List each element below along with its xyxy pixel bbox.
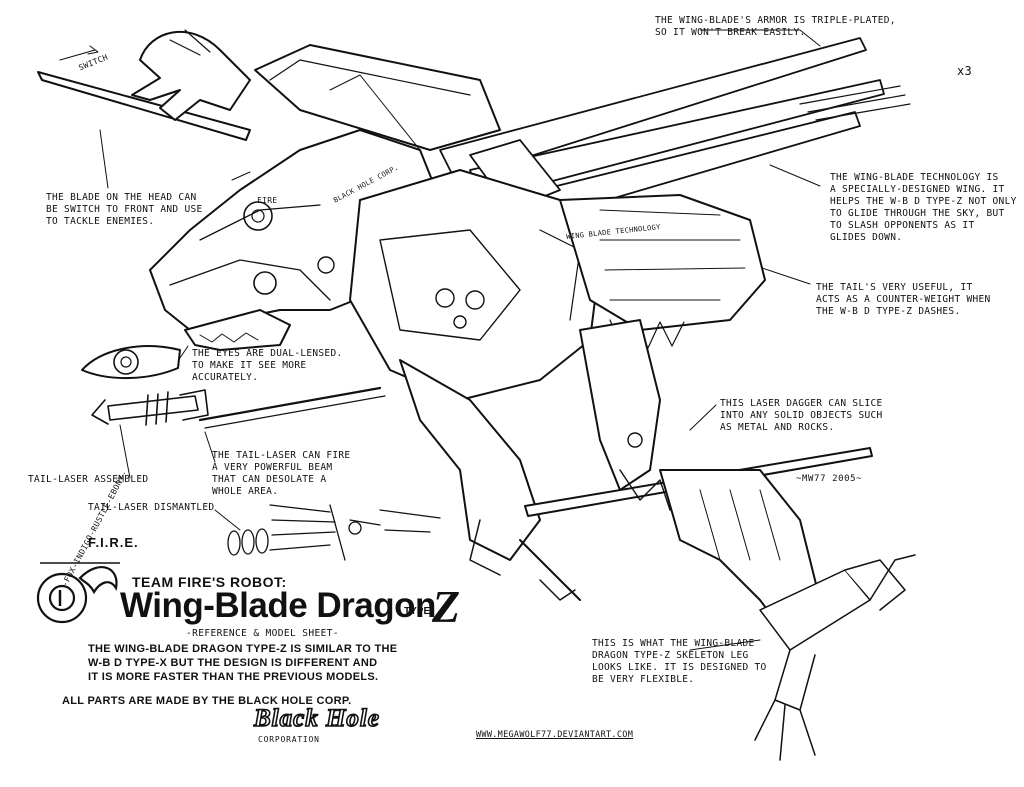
fore-arm (579, 319, 661, 491)
eyes-note: THE EYES ARE DUAL-LENSED. TO MAKE IT SEE… (192, 348, 343, 383)
torso-armor (349, 169, 601, 401)
tail-shell (559, 194, 766, 331)
skeleton-leg-note: THIS IS WHAT THE WING-BLADE DRAGON TYPE-… (592, 638, 767, 685)
wing-tech-note: THE WING-BLADE TECHNOLOGY IS A SPECIALLY… (830, 172, 1017, 243)
parts-note: ALL PARTS ARE MADE BY THE BLACK HOLE COR… (62, 695, 352, 707)
page-subtitle: -REFERENCE & MODEL SHEET- (186, 628, 339, 639)
fire-label: F.I.R.E. (88, 535, 139, 550)
type-letter: Z (432, 581, 461, 632)
head-blade-note: THE BLADE ON THE HEAD CAN BE SWITCH TO F… (46, 192, 203, 227)
armor-note: THE WING-BLADE'S ARMOR IS TRIPLE-PLATED,… (655, 15, 896, 38)
black-hole-sub: CORPORATION (258, 735, 320, 744)
leader-lines (99, 29, 821, 651)
artist-signature: ~MW77 2005~ (796, 474, 863, 484)
lower-jaw (184, 309, 291, 351)
tail-laser-note: THE TAIL-LASER CAN FIRE A VERY POWERFUL … (212, 450, 351, 497)
head-marking: FIRE (257, 196, 278, 205)
fire-emblem-icon (36, 562, 120, 624)
tail-note: THE TAIL'S VERY USEFUL, IT ACTS AS A COU… (816, 282, 991, 317)
type-prefix: TYPE- (404, 606, 434, 617)
hind-leg (399, 359, 541, 561)
team-line: TEAM FIRE'S ROBOT: (132, 574, 287, 590)
artist-url: WWW.MEGAWOLF77.DEVIANTART.COM (476, 730, 634, 740)
raised-claw (131, 31, 251, 121)
tail-laser-dismantled-label: TAIL-LASER DISMANTLED (88, 502, 215, 513)
description: THE WING-BLADE DRAGON TYPE-Z IS SIMILAR … (88, 643, 398, 683)
tail-laser-assembled (91, 389, 209, 426)
black-hole-logo: Black Hole (253, 704, 380, 733)
tail-laser-assembled-label: TAIL-LASER ASSEMBLED (28, 474, 149, 485)
skeleton-leg (754, 554, 916, 761)
tail-laser-dismantled (227, 504, 441, 561)
page-title: Wing-Blade Dragon (120, 586, 436, 625)
laser-dagger-note: THIS LASER DAGGER CAN SLICE INTO ANY SOL… (720, 398, 883, 433)
multiplier-label: x3 (957, 64, 973, 78)
tail-laser-rod (198, 386, 382, 422)
